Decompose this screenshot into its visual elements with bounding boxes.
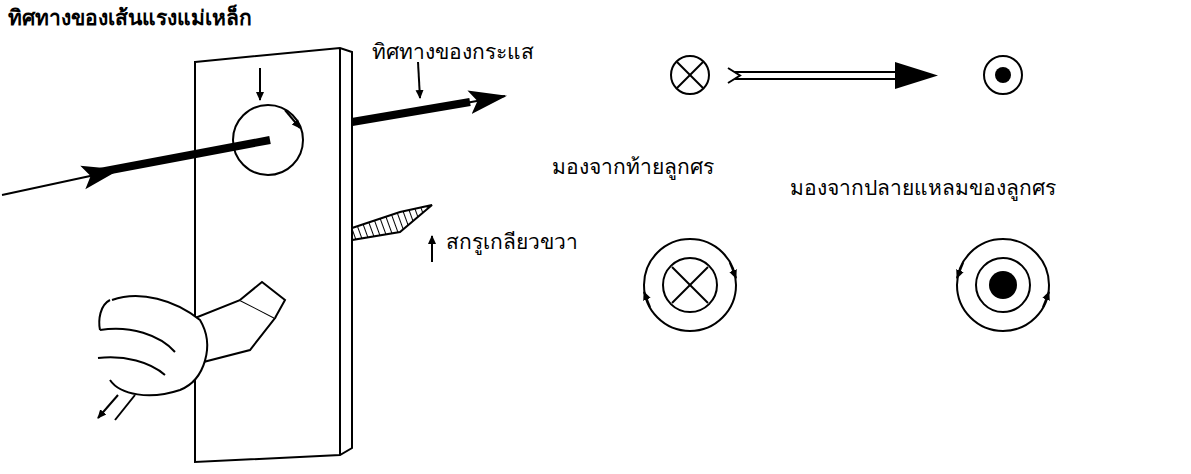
cross-symbol [671, 56, 709, 94]
label-text: ทิศทางของเส้นแรงแม่เหล็ก [8, 6, 252, 31]
screw-pointer [431, 236, 433, 262]
hand-screwdriver [98, 282, 285, 420]
field-circle [233, 105, 303, 175]
field-arrow [285, 110, 300, 128]
pointer [259, 68, 261, 100]
label-text: ทิศทางของกระแส [372, 40, 534, 65]
label-text: มองจากท้ายลูกศร [552, 155, 714, 180]
screw [352, 205, 432, 240]
label-text: มองจากปลายแหลมของลูกศร [790, 176, 1056, 201]
double-arrow [728, 62, 938, 89]
current-arrowhead [460, 96, 505, 104]
dot-field-symbol [957, 239, 1049, 331]
dot-symbol [984, 56, 1022, 94]
pointer [418, 62, 420, 98]
label-text: สกรูเกลียวขวา [446, 230, 578, 255]
plate [195, 48, 352, 462]
current-rod [352, 102, 470, 122]
cross-field-symbol [644, 239, 736, 331]
